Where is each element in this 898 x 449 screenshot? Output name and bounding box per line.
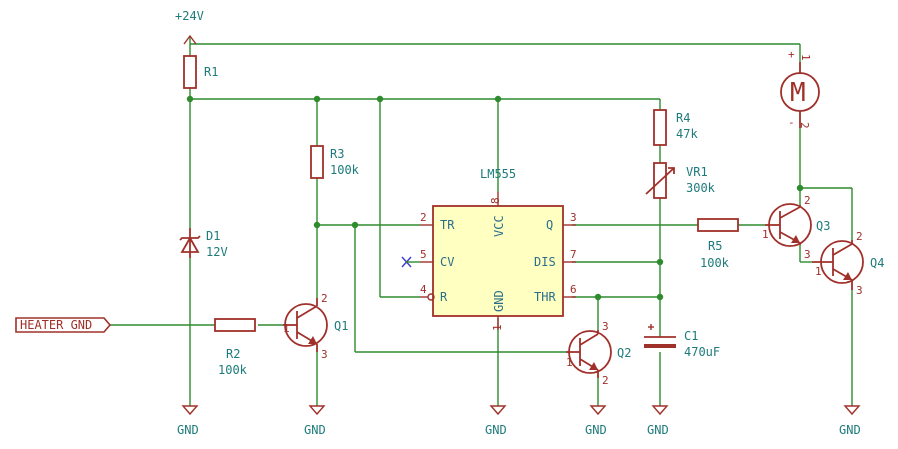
resistor-r1[interactable]: R1 [183,55,218,89]
wires [110,36,853,406]
gnd-label-c1: GND [647,423,669,437]
hierarchical-label-heater-gnd[interactable]: HEATER_GND [15,317,112,333]
ic-pin-q-num: 3 [570,211,577,224]
ic-pin-thr-num: 6 [570,283,577,296]
r5-ref: R5 [708,239,722,253]
r2-ref: R2 [226,347,240,361]
resistor-r3[interactable]: R3 100k [310,145,360,179]
q1-pin-emitter: 3 [321,348,328,361]
q3-pin-emitter: 3 [804,248,811,261]
gnd-label-q2: GND [585,423,607,437]
ic-pin-vcc-num: 8 [489,197,502,204]
vr1-value: 300k [686,181,716,195]
ic-pin-cv-num: 5 [420,248,427,261]
resistor-r5[interactable]: R5 100k [697,218,739,270]
ic-pin-r-name: R [440,290,448,304]
gnd-label-q1: GND [304,423,326,437]
heater-gnd-text: HEATER_GND [20,318,92,332]
ic-pin-r-num: 4 [420,283,427,296]
gnd-label-q4: GND [839,423,861,437]
transistor-q4[interactable]: 1 2 3 Q4 [812,230,884,297]
junctions [186,95,804,301]
q2-pin-base: 1 [566,356,573,369]
r1-ref: R1 [204,65,218,79]
gnd-symbols: GND GND GND GND GND GND [177,405,861,437]
r2-value: 100k [218,363,248,377]
ic-pin-gnd-name: GND [492,290,506,312]
motor-pin2: 2 [798,122,811,129]
r4-ref: R4 [676,111,690,125]
q3-pin-base: 1 [762,228,769,241]
zener-d1[interactable]: D1 12V [179,228,228,259]
transistor-q1[interactable]: 1 2 3 Q1 [283,292,348,361]
d1-value: 12V [206,245,228,259]
transistor-q2[interactable]: 1 3 2 Q2 [566,320,631,387]
q3-pin-collector: 2 [804,194,811,207]
c1-value: 470uF [684,345,720,359]
q1-ref: Q1 [334,319,348,333]
resistor-r2[interactable]: R2 100k [214,318,256,377]
ic-pin-thr-name: THR [534,290,556,304]
no-connect-icon [401,256,420,268]
vr1-ref: VR1 [686,165,708,179]
ic-lm555[interactable]: LM555 2 TR 5 CV 4 R 8 VCC 1 GND 3 Q 7 DI… [420,167,577,331]
vcc-symbol: +24V [175,9,204,45]
ic-pin-cv-name: CV [440,255,454,269]
r3-ref: R3 [330,147,344,161]
ic-pin-dis-name: DIS [534,255,556,269]
r5-value: 100k [700,256,730,270]
r3-value: 100k [330,163,360,177]
r4-value: 47k [676,127,698,141]
gnd-label-ic: GND [485,423,507,437]
q1-pin-base: 1 [283,322,290,335]
ic-pin-tr-num: 2 [420,211,427,224]
ic-pin-vcc-name: VCC [492,215,506,237]
ic-pin-gnd-num: 1 [491,324,504,331]
motor-minus: - [788,116,795,129]
q2-pin-collector: 3 [602,320,609,333]
gnd-label-d1: GND [177,423,199,437]
motor-pin1: 1 [799,54,812,61]
ic-name: LM555 [480,167,516,181]
resistor-r4[interactable]: R4 47k [653,109,698,146]
q4-pin-emitter: 3 [856,284,863,297]
ic-pin-q-name: Q [546,218,553,232]
q3-ref: Q3 [816,219,830,233]
c1-ref: C1 [684,329,698,343]
motor-plus: + [788,48,795,61]
potentiometer-vr1[interactable]: VR1 300k [645,162,716,199]
motor-letter: M [790,78,806,108]
q2-pin-emitter: 2 [602,374,609,387]
vcc-label: +24V [175,9,204,23]
motor-m[interactable]: M + 1 - 2 [780,48,820,129]
d1-ref: D1 [206,229,220,243]
q4-ref: Q4 [870,256,884,270]
q1-pin-collector: 2 [321,292,328,305]
q4-pin-base: 1 [815,265,822,278]
q2-ref: Q2 [617,346,631,360]
q4-pin-collector: 2 [856,230,863,243]
ic-pin-dis-num: 7 [570,248,577,261]
ic-pin-tr-name: TR [440,218,455,232]
transistor-q3[interactable]: 1 2 3 Q3 [762,194,830,261]
capacitor-c1[interactable]: C1 470uF [644,324,720,359]
